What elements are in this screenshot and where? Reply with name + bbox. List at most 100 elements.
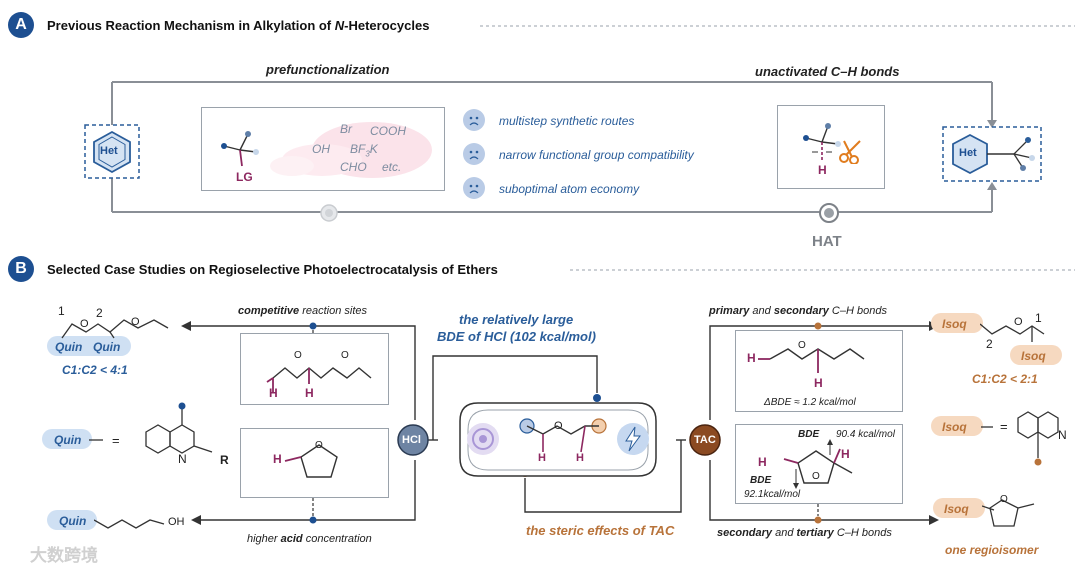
o-label: O — [315, 440, 323, 451]
isoq-pill — [933, 498, 985, 518]
o-label: O — [341, 350, 349, 361]
isoq-pill — [1010, 345, 1062, 365]
center-o-label: O — [554, 420, 563, 432]
steric-effects-label: the steric effects of TAC — [526, 523, 675, 538]
bde-top-value: 90.4 kcal/mol — [836, 429, 895, 440]
ethyl-propyl-ether-panel: O H H ΔBDE ≈ 1.2 kcal/mol — [735, 330, 903, 412]
sad-face-icon — [463, 109, 485, 131]
quin-label: Quin — [54, 433, 82, 447]
section-a-badge: A — [8, 12, 34, 38]
thf-structure — [284, 444, 338, 478]
h-atom-label: H — [814, 376, 823, 390]
ether-diglyme-panel: O O H H — [240, 333, 389, 405]
h-atom-label: H — [747, 351, 756, 365]
sad-face-icon — [463, 177, 485, 199]
quin-pill — [47, 510, 97, 530]
ch-structure — [803, 123, 841, 162]
acid-concentration-label: higher acid concentration — [247, 533, 372, 545]
carbon-1-label: 1 — [1035, 311, 1042, 325]
photocatalyst-icon — [467, 423, 499, 455]
isoq-pill — [931, 313, 983, 333]
het-label-right: Het — [959, 147, 977, 159]
scissors-icon — [839, 140, 861, 164]
center-bde-line1: the relatively large — [459, 312, 574, 327]
het-label-left: Het — [100, 145, 118, 157]
hat-label: HAT — [812, 233, 842, 250]
h-atom-label: H — [758, 455, 767, 469]
het-hexagon-left — [93, 130, 131, 174]
isoq-label: Isoq — [942, 317, 967, 331]
het-hexagon-right — [952, 133, 1035, 175]
drawback-1: multistep synthetic routes — [499, 114, 635, 128]
carbon-1-label: 1 — [58, 304, 65, 318]
n-label: N — [178, 452, 187, 466]
center-bde-line2: BDE of HCl (102 kcal/mol) — [437, 329, 596, 344]
alkyl-lg-structure — [221, 131, 259, 167]
o-label: O — [1014, 316, 1023, 328]
reagent-oh: OH — [312, 142, 330, 156]
watermark-text: 大数跨境 — [30, 546, 98, 566]
quin-label: Quin — [93, 340, 121, 354]
secondary-tertiary-label: secondary and tertiary C–H bonds — [717, 527, 892, 539]
drawback-3: suboptimal atom economy — [499, 182, 640, 196]
ethyl-ether-structure — [758, 348, 865, 373]
hcl-node-label: HCl — [402, 434, 421, 446]
o-label: O — [294, 350, 302, 361]
reagent-etc: etc. — [382, 160, 402, 174]
electricity-icon — [617, 423, 649, 455]
sad-face-marks — [469, 116, 479, 194]
tac-node-label: TAC — [694, 434, 716, 446]
quin-label: Quin — [55, 340, 83, 354]
methyl-thf-structure — [783, 439, 853, 489]
ether-product-structure — [980, 323, 1045, 342]
reagent-cho: CHO — [340, 160, 367, 174]
isoq-label: Isoq — [944, 502, 969, 516]
bde-top-label: BDE — [798, 429, 820, 440]
equals-sign: = — [1000, 419, 1008, 434]
ch-bond-panel: H — [777, 105, 885, 189]
prefunctionalization-heading: prefunctionalization — [266, 62, 390, 77]
methyl-thf-panel: O H H BDE 90.4 kcal/mol BDE 92.1kcal/mol — [735, 424, 903, 504]
ether-center-structure — [519, 418, 607, 453]
o-label: O — [131, 316, 140, 328]
thf-panel: O H — [240, 428, 389, 498]
bond-dash — [981, 426, 993, 428]
isoquinoline-structure — [1017, 411, 1059, 466]
h-atom-label: H — [273, 452, 282, 466]
quinoline-structure — [145, 402, 213, 454]
diglyme-product-structure — [61, 319, 169, 339]
one-regioisomer-label: one regioisomer — [945, 543, 1039, 557]
drawback-2: narrow functional group compatibility — [499, 148, 694, 162]
o-label: O — [1000, 494, 1008, 505]
bond-dash — [89, 439, 103, 441]
carbon-2-label: 2 — [96, 306, 103, 320]
h-atom-label: H — [269, 386, 278, 400]
section-b-title: Selected Case Studies on Regioselective … — [47, 262, 498, 277]
ratio-right: C1:C2 < 2:1 — [972, 372, 1038, 386]
h-atom-label: H — [305, 386, 314, 400]
sad-face-icon — [463, 143, 485, 165]
h-atom-label: H — [841, 447, 850, 461]
r-label: R — [220, 453, 229, 467]
prefunctionalization-panel: LG Br COOH OH BF3K CHO etc. — [201, 107, 445, 191]
reagent-bf3k: BF3K — [350, 142, 378, 159]
center-h1: H — [538, 452, 546, 464]
butanol-chain — [94, 519, 165, 529]
reagent-cooh: COOH — [370, 124, 406, 138]
equals-sign: = — [112, 433, 120, 448]
center-h2: H — [576, 452, 584, 464]
reagent-br: Br — [340, 122, 352, 136]
o-label: O — [798, 340, 806, 351]
reagent-cloud — [270, 122, 432, 178]
lg-label: LG — [236, 170, 253, 184]
o-label: O — [80, 318, 89, 330]
delta-bde-label: ΔBDE ≈ 1.2 kcal/mol — [764, 397, 856, 408]
isoq-label: Isoq — [942, 420, 967, 434]
competitive-sites-label: competitive reaction sites — [238, 305, 368, 317]
isoq-label: Isoq — [1021, 349, 1046, 363]
o-label: O — [812, 471, 820, 482]
section-a-frame — [84, 25, 1075, 223]
n-label: N — [1058, 428, 1067, 442]
thf-product-structure — [982, 499, 1035, 527]
